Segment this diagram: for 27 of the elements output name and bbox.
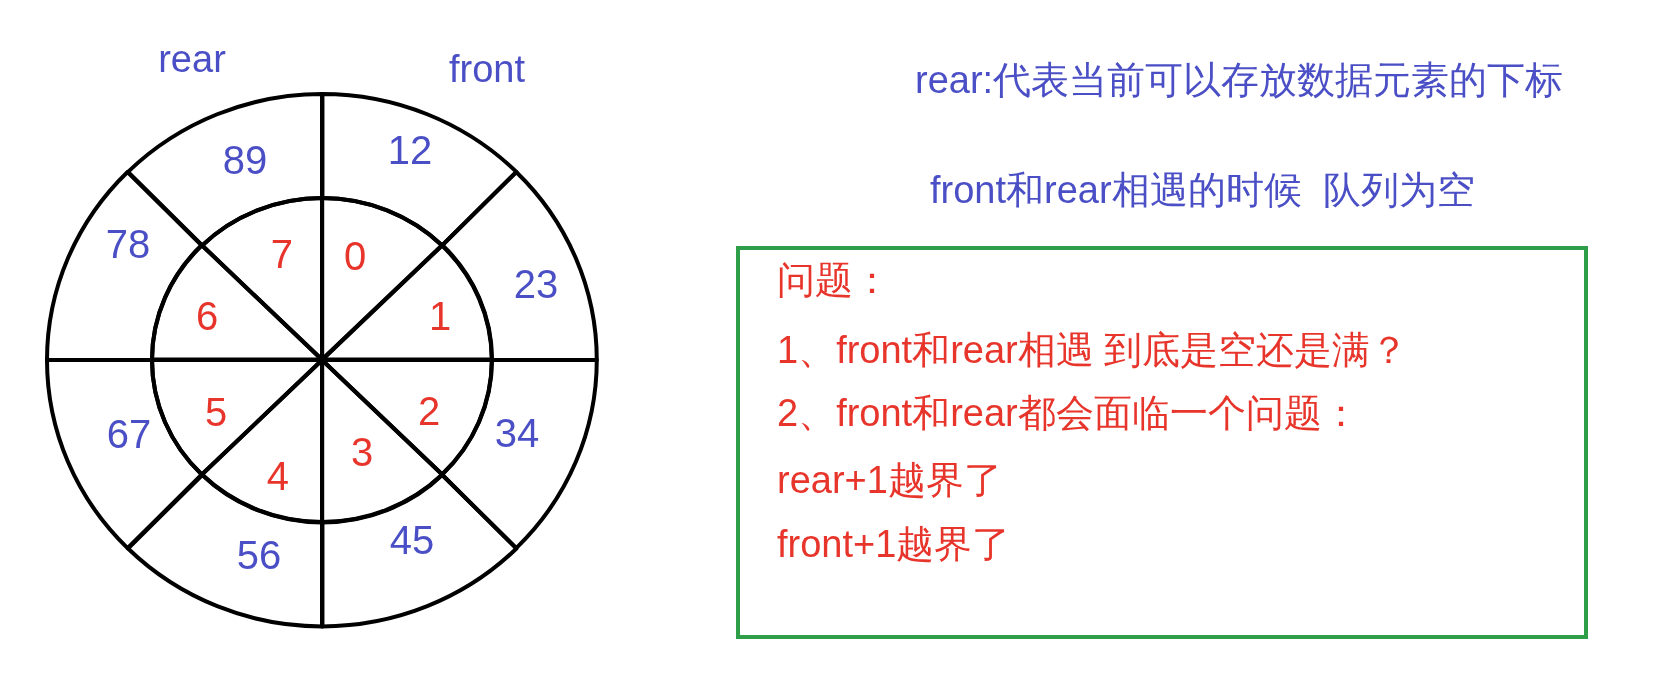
question-text: 2、front和rear都会面临一个问题： [777,391,1360,435]
pointer-label: rear [158,37,226,81]
slot-value: 56 [236,533,282,577]
slot-value: 67 [106,412,152,456]
slot-value: 23 [513,262,559,306]
slot-value: 12 [387,128,433,172]
slot-index: 5 [204,390,228,434]
question-text: rear+1越界了 [777,458,1002,502]
slot-index: 1 [428,294,452,338]
slot-index: 2 [417,389,441,433]
slot-index: 0 [343,234,367,278]
slot-value: 78 [105,222,151,266]
slot-value: 89 [222,138,268,182]
slot-index: 6 [195,294,219,338]
question-box [736,246,1588,639]
note-text: front和rear相遇的时候 队列为空 [930,168,1475,212]
note-text: rear:代表当前可以存放数据元素的下标 [915,58,1564,102]
box-heading: 问题： [777,258,891,302]
question-text: front+1越界了 [777,522,1011,566]
slot-value: 34 [494,411,540,455]
question-text: 1、front和rear相遇 到底是空还是满？ [777,328,1409,372]
slot-index: 3 [350,430,374,474]
slot-value: 45 [389,518,435,562]
slot-index: 4 [266,454,290,498]
pointer-label: front [449,47,525,91]
slot-index: 7 [270,232,294,276]
ring-sector [440,358,599,551]
